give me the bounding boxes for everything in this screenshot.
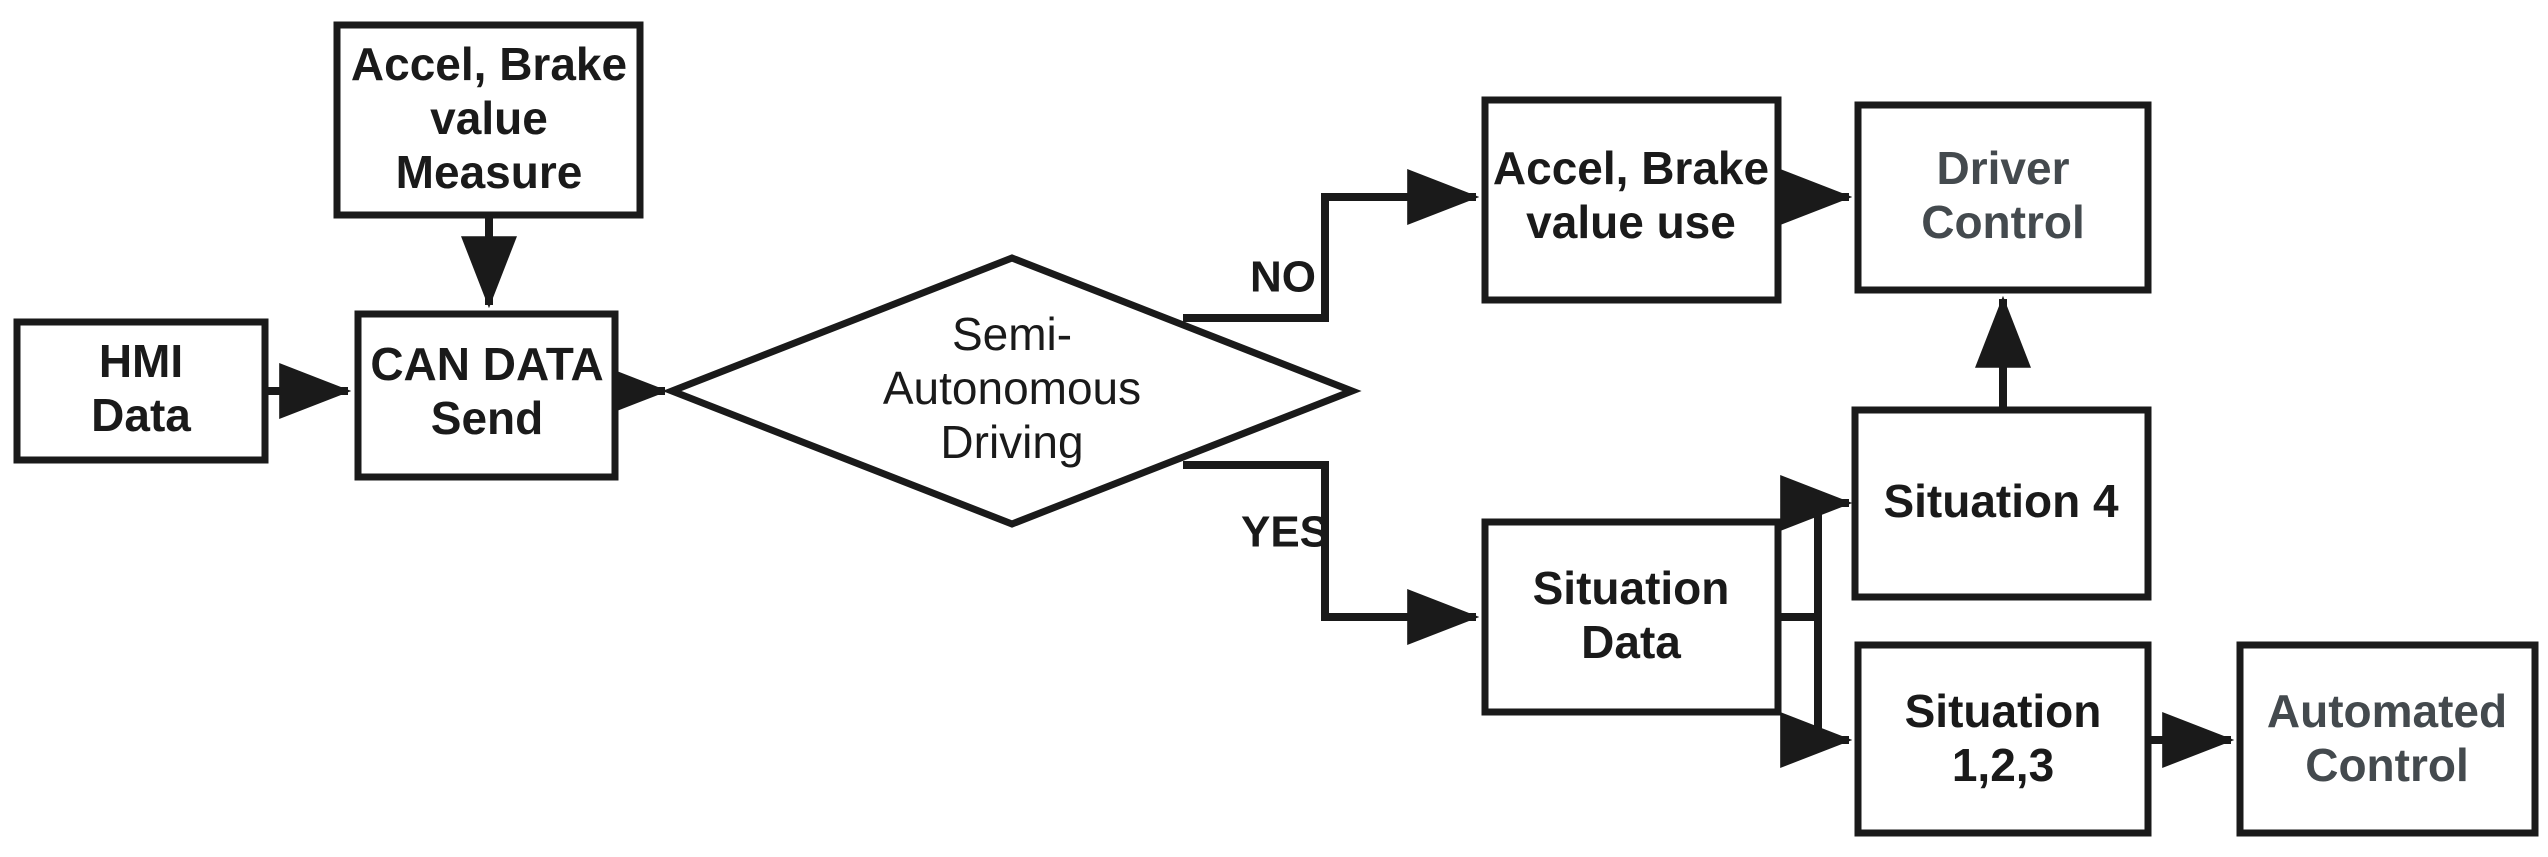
edge-label-no: NO — [1250, 253, 1316, 302]
node-semi-autonomous-driving-decision[interactable]: Semi- Autonomous Driving — [662, 254, 1362, 528]
node-accel-brake-value-use-label-line-1: Accel, Brake — [1493, 142, 1769, 194]
node-situation-123[interactable]: Situation 1,2,3 — [1854, 641, 2152, 837]
node-situation-data-label-line-1: Situation — [1533, 562, 1730, 614]
node-hmi-data-label-line-1: HMI — [99, 335, 183, 387]
node-semi-autonomous-driving-label-line-1: Semi- — [952, 308, 1072, 360]
node-situation-123-label-line-1: Situation — [1905, 685, 2102, 737]
node-automated-control[interactable]: Automated Control — [2236, 641, 2539, 837]
edge-decision-yes-to-situation-data — [1183, 461, 1480, 645]
node-hmi-data-shape — [13, 318, 269, 464]
node-semi-autonomous-driving-label-line-2: Autonomous — [883, 362, 1141, 414]
node-accel-brake-value-use-label-line-2: value use — [1526, 196, 1736, 248]
node-driver-control-label-line-1: Driver — [1937, 142, 2070, 194]
node-accel-brake-measure-label-line-1: Accel, Brake — [351, 38, 627, 90]
node-accel-brake-measure-label-line-3: Measure — [396, 146, 583, 198]
node-situation-4-label-line-1: Situation 4 — [1883, 475, 2119, 527]
node-driver-control-shape — [1854, 101, 2152, 294]
node-situation-data-label-line-2: Data — [1581, 616, 1681, 668]
node-can-data-send-label-line-2: Send — [431, 392, 543, 444]
node-driver-control[interactable]: Driver Control — [1854, 101, 2152, 294]
node-can-data-send-label-line-1: CAN DATA — [370, 338, 603, 390]
node-can-data-send[interactable]: CAN DATA Send — [354, 310, 619, 481]
node-situation-4-shape — [1851, 406, 2152, 601]
node-accel-brake-measure[interactable]: Accel, Brake value Measure — [333, 21, 644, 219]
node-situation-123-shape — [1854, 641, 2152, 837]
edge-label-yes: YES — [1241, 508, 1329, 557]
node-hmi-data[interactable]: HMI Data — [13, 318, 269, 464]
node-semi-autonomous-driving-label-line-3: Driving — [940, 416, 1083, 468]
node-driver-control-label-line-2: Control — [1921, 196, 2085, 248]
node-situation-123-label-line-2: 1,2,3 — [1952, 739, 2054, 791]
node-can-data-send-shape — [354, 310, 619, 481]
node-accel-brake-value-use-shape — [1481, 96, 1782, 304]
node-automated-control-label-line-2: Control — [2305, 739, 2469, 791]
node-situation-data[interactable]: Situation Data — [1481, 518, 1782, 716]
edge-decision-no-to-accel-use — [1183, 169, 1480, 322]
node-situation-data-shape — [1481, 518, 1782, 716]
node-automated-control-label-line-1: Automated — [2267, 685, 2507, 737]
node-accel-brake-measure-label-line-2: value — [430, 92, 548, 144]
node-situation-4[interactable]: Situation 4 — [1851, 406, 2152, 601]
node-accel-brake-measure-shape — [333, 21, 644, 219]
node-accel-brake-value-use[interactable]: Accel, Brake value use — [1481, 96, 1782, 304]
node-hmi-data-label-line-2: Data — [91, 389, 191, 441]
node-semi-autonomous-driving-shape — [662, 254, 1362, 528]
node-automated-control-shape — [2236, 641, 2539, 837]
